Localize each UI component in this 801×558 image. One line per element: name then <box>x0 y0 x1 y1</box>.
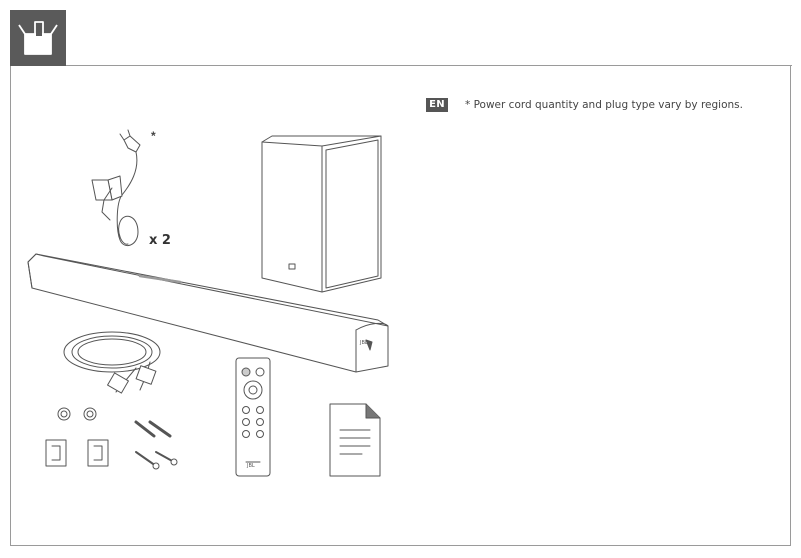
content-frame <box>10 66 791 546</box>
header-tab <box>10 10 66 66</box>
soundbar-illustration <box>27 253 389 373</box>
remote-control-illustration <box>235 357 271 477</box>
power-cord-note: * Power cord quantity and plug type vary… <box>465 99 743 111</box>
remote-logo: JBL <box>246 463 255 469</box>
hdmi-cable-illustration <box>63 331 161 394</box>
soundbar-logo: JBL <box>359 340 368 346</box>
subwoofer-illustration <box>261 135 382 293</box>
language-badge: EN <box>426 98 448 112</box>
documentation-illustration <box>329 403 381 477</box>
header-rule <box>66 65 792 66</box>
power-cord-quantity: x 2 <box>149 233 171 248</box>
wall-mount-screws-illustration <box>45 407 178 470</box>
power-cord-asterisk: * <box>151 129 156 143</box>
unboxing-icon <box>18 21 58 55</box>
power-cord-illustration <box>91 129 141 247</box>
